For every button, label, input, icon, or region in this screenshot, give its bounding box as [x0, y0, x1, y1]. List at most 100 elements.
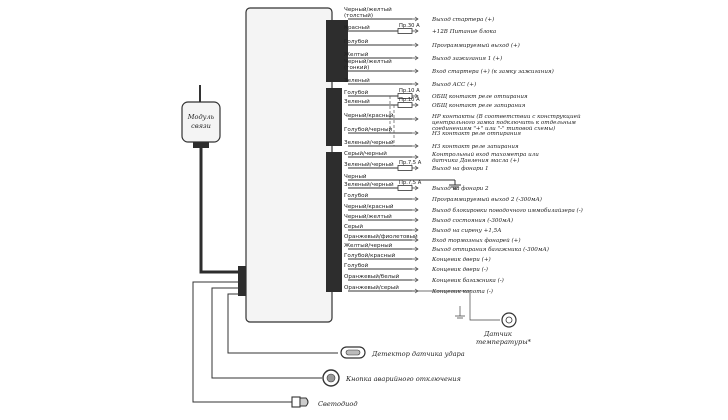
wire-arrow [412, 207, 419, 213]
fuse-symbol [397, 102, 413, 108]
wire-row: Зеленый/черный Пр.7,5 А Выход на фонари 1 [344, 160, 489, 172]
wire-arrow [412, 130, 419, 136]
wire-color-label: Желтый/черный [344, 242, 393, 249]
wire-function-label: Концевик багажника (-) [431, 277, 504, 284]
wire-function-label: Программируемый выход 2 (-300мА) [431, 196, 542, 203]
module-plug [193, 142, 209, 148]
wire-color-label: Желтый [344, 51, 369, 58]
wire-function-label: +12В Питание блока [432, 28, 496, 35]
connector-3 [326, 152, 342, 292]
wire-row: Черный/желтый(толстый)Выход стартера (+) [344, 6, 494, 23]
wire-color-label: Зеленый/черный [344, 139, 394, 146]
wire-arrow [412, 68, 419, 74]
wire-color-label: Голубой [344, 192, 369, 199]
wire-row: Зеленый Пр.10 А ОБЩ контакт реле запирания [344, 97, 526, 109]
wire-color-label: Голубой [344, 38, 369, 45]
wire-color-label: Черный/красный [344, 203, 394, 210]
wire-function-label: Вход стартера (+) (к замку зажигания) [431, 68, 554, 75]
fuse-symbol [397, 28, 413, 34]
wire-arrow [412, 277, 419, 283]
ground-symbol-2 [455, 306, 465, 319]
wire-row: Черный [344, 173, 455, 181]
fuse-label: Пр.30 А [399, 23, 420, 29]
wire-function-label: Программируемый выход (+) [431, 42, 520, 49]
left-connectors [238, 266, 246, 296]
wire-function-label: соединениям "+" или "-" типовой схемы) [432, 125, 555, 132]
module-label-2: связи [191, 122, 211, 130]
wire-function-label: Вход тормозных фонарей (+) [431, 237, 521, 244]
temp-sensor-wire [412, 290, 500, 321]
module-cable [199, 148, 240, 274]
wire-function-label: Концевик двери (+) [431, 256, 491, 263]
wire-function-label: Концевик капота (-) [431, 288, 493, 295]
temp-sensor-label-2: температуры* [476, 338, 532, 346]
wire-color-label: Красный [344, 24, 370, 31]
fuse-label: Пр.10 А [399, 97, 420, 103]
emergency-button-cap [326, 373, 336, 383]
main-unit-body [245, 7, 333, 323]
wire-list: Черный/желтый(толстый)Выход стартера (+)… [344, 6, 583, 295]
led-label: Светодиод [318, 400, 358, 408]
wire-function-label: Выход отпирания багажника (-300мА) [431, 246, 549, 253]
wire-color-label: Голубой [344, 262, 369, 269]
wire-color-label: Голубой/красный [344, 252, 396, 259]
wire-color-label: Зеленый/черный [344, 181, 394, 188]
wire-function-label: НЗ контакт реле запирания [431, 144, 519, 150]
shock-sensor-wire [227, 293, 338, 354]
wire-arrow [412, 256, 419, 262]
led-base [291, 396, 301, 408]
wire-function-label: ОБЩ контакт реле отпирания [432, 94, 528, 100]
wire-color-label: (толстый) [344, 12, 373, 19]
wire-color-label: Зеленый/черный [344, 161, 394, 168]
wire-arrow [412, 154, 419, 160]
connector-2 [326, 88, 342, 146]
temp-sensor-hole [505, 316, 513, 324]
wire-function-label: НР контакты (В соответствии с конструкци… [431, 113, 581, 120]
fuse-label: Пр.7,5 А [399, 160, 422, 166]
wire-function-label: ОБЩ контакт реле запирания [432, 103, 526, 109]
wire-arrow [412, 227, 419, 233]
wire-color-label: Оранжевый/белый [344, 273, 400, 280]
fuse-symbol [397, 165, 413, 171]
wire-function-label: Контрольный вход тахометра или [431, 152, 539, 158]
relay-link-lines [389, 96, 395, 146]
ground-symbol [449, 180, 461, 190]
wire-color-label: Зеленый [344, 98, 370, 105]
fuse-symbol [397, 185, 413, 191]
wire-arrow [412, 42, 419, 48]
wire-function-label: Выход на сирену +1,5А [431, 228, 501, 234]
wire-color-label: Зеленый [344, 77, 370, 84]
wire-function-label: Выход АСС (+) [431, 81, 476, 88]
module-label-1: Модуль [187, 113, 215, 121]
wire-arrow [412, 237, 419, 243]
wire-function-label: Выход на фонари 2 [431, 185, 489, 192]
wire-color-label: Черный [344, 173, 367, 180]
led-wire [192, 281, 292, 403]
wire-function-label: Выход на фонари 1 [431, 165, 489, 172]
wire-color-label: Черный/желтый [344, 58, 392, 65]
wire-arrow [412, 102, 419, 108]
wire-function-label: НЗ контакт реле отпирания [431, 131, 521, 137]
wire-color-label: Черный/желтый [344, 6, 392, 13]
wire-arrow [412, 143, 419, 149]
wire-color-label: Оранжевый/фиолетовый [344, 233, 418, 240]
led-bulb [299, 397, 309, 407]
wire-arrow [412, 81, 419, 87]
